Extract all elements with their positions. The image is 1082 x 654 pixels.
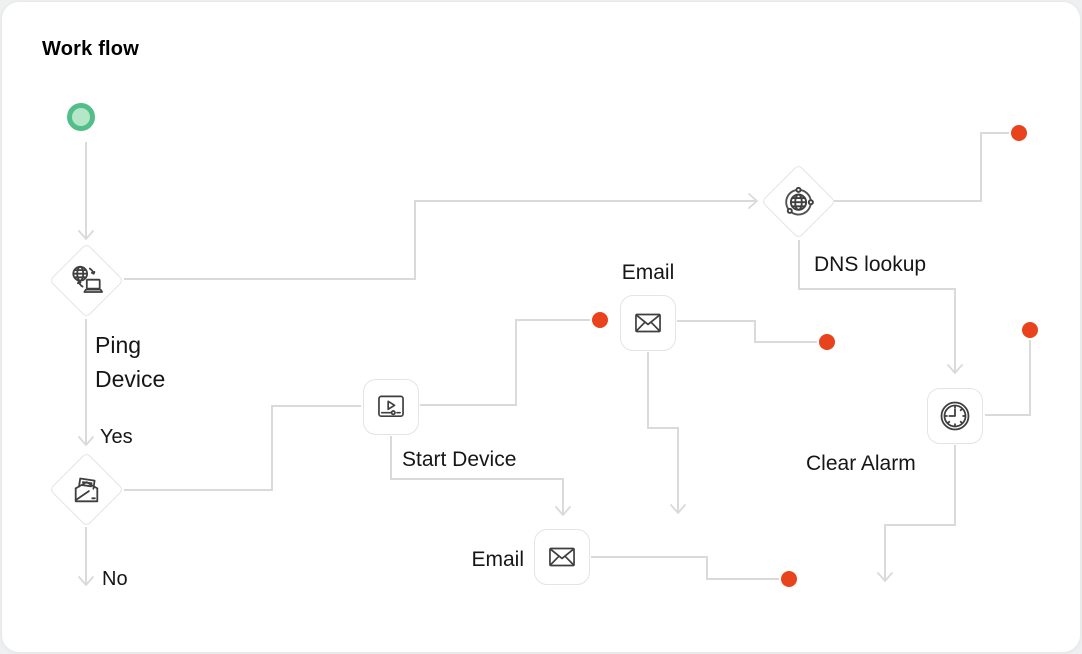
start-device-node[interactable]: [363, 379, 419, 435]
endpoint-dot[interactable]: [819, 334, 835, 350]
connector: [798, 240, 956, 372]
endpoint-dot[interactable]: [592, 312, 608, 328]
globe-network-icon: [780, 183, 818, 221]
start-node[interactable]: [67, 103, 95, 131]
connector: [390, 436, 564, 514]
dns-lookup-label: DNS lookup: [814, 253, 927, 276]
email-icon: [631, 306, 665, 340]
ping-device-icon: [69, 263, 105, 299]
connector: [124, 405, 361, 491]
clock-icon: [937, 398, 973, 434]
arrowhead-icon: [555, 506, 571, 516]
endpoint-dot[interactable]: [1022, 322, 1038, 338]
connector: [985, 340, 1031, 416]
arrowhead-icon: [78, 436, 94, 446]
connector: [420, 319, 590, 406]
connector: [124, 200, 756, 280]
branch-no-label: No: [102, 568, 128, 590]
dns-lookup-node[interactable]: [761, 164, 836, 239]
ping-device-label: Ping Device: [95, 332, 166, 392]
ping-device-node[interactable]: [49, 243, 124, 318]
page-title: Work flow: [42, 38, 139, 60]
arrowhead-icon: [748, 193, 758, 209]
read-mail-icon: [69, 472, 105, 508]
connector: [591, 556, 779, 580]
email-node-bottom[interactable]: [534, 529, 590, 585]
connector: [647, 352, 679, 512]
email-bottom-label: Email: [471, 548, 524, 571]
clear-alarm-label: Clear Alarm: [806, 452, 916, 475]
play-icon: [374, 390, 408, 424]
arrowhead-icon: [78, 576, 94, 586]
email-icon: [545, 540, 579, 574]
read-mail-node[interactable]: [49, 452, 124, 527]
email-top-label: Email: [621, 261, 675, 284]
endpoint-dot[interactable]: [781, 571, 797, 587]
email-node-top[interactable]: [620, 295, 676, 351]
arrowhead-icon: [670, 504, 686, 514]
clear-alarm-node[interactable]: [927, 388, 983, 444]
arrowhead-icon: [947, 364, 963, 374]
connector: [834, 132, 1009, 202]
endpoint-dot[interactable]: [1011, 125, 1027, 141]
arrowhead-icon: [78, 230, 94, 240]
arrowhead-icon: [877, 572, 893, 582]
start-device-label: Start Device: [402, 448, 517, 471]
connector: [677, 320, 817, 343]
connector: [884, 445, 956, 580]
branch-yes-label: Yes: [100, 426, 133, 448]
